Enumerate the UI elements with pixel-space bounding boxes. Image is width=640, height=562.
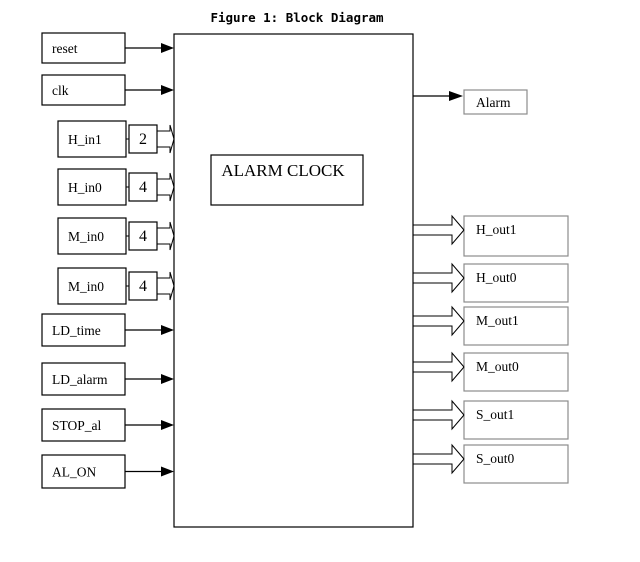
output-bus-bottom-s-out0-6	[413, 458, 465, 475]
input-box-al-on-9	[41, 454, 126, 489]
output-bus-top-s-out1-5	[413, 399, 465, 416]
input-stop-al-8: STOP_al	[41, 408, 174, 442]
output-bus-top-h-out0-2	[413, 262, 465, 279]
input-box-ld-time-6	[41, 313, 126, 347]
input-box-ld-alarm-7	[41, 362, 126, 396]
bus-arrow-m-in0-5	[157, 271, 175, 301]
input-al-on-9: AL_ON	[41, 454, 174, 489]
output-label-alarm-0: Alarm	[476, 95, 511, 110]
output-box-h-out0-2	[463, 263, 569, 303]
output-bus-top-h-out1-1	[413, 214, 465, 231]
input-arrow-clk-1	[161, 85, 174, 95]
output-alarm-0: Alarm	[413, 89, 528, 115]
input-box-h-in0-3	[57, 168, 127, 206]
bus-width-box-m-in0-4	[128, 221, 158, 251]
input-ld-time-6: LD_time	[41, 313, 174, 347]
input-label-al-on-9: AL_ON	[52, 465, 96, 480]
input-label-stop-al-8: STOP_al	[52, 418, 102, 433]
output-label-h-out1-1: H_out1	[476, 222, 517, 237]
input-arrow-stop-al-8	[161, 420, 174, 430]
input-label-ld-time-6: LD_time	[52, 323, 101, 338]
input-ld-alarm-7: LD_alarm	[41, 362, 174, 396]
input-arrow-al-on-9	[161, 466, 174, 477]
input-label-m-in0-4: M_in0	[68, 229, 104, 244]
output-bus-top-m-out1-3	[413, 305, 465, 322]
input-clk-1: clk	[41, 74, 174, 106]
input-h-in0-3: H_in0 4	[57, 168, 175, 206]
input-label-clk-1: clk	[52, 83, 69, 98]
input-label-m-in0-5: M_in0	[68, 279, 104, 294]
input-label-h-in1-2: H_in1	[68, 132, 102, 147]
output-bus-bottom-m-out0-4	[413, 366, 465, 383]
input-m-in0-4: M_in0 4	[57, 217, 175, 255]
input-label-h-in0-3: H_in0	[68, 180, 102, 195]
output-label-s-out0-6: S_out0	[476, 451, 515, 466]
output-label-s-out1-5: S_out1	[476, 407, 514, 422]
output-m-out0-4: M_out0	[413, 351, 569, 392]
output-h-out1-1: H_out1	[413, 214, 569, 257]
bus-arrow-m-in0-4	[157, 221, 175, 251]
output-box-m-out0-4	[463, 352, 569, 392]
input-arrow-ld-time-6	[161, 325, 174, 335]
output-label-h-out0-2: H_out0	[476, 270, 517, 285]
output-h-out0-2: H_out0	[413, 262, 569, 303]
bus-width-h-in0-3: 4	[139, 179, 147, 196]
output-bus-bottom-h-out1-1	[413, 229, 465, 246]
bus-width-m-in0-4: 4	[139, 228, 147, 245]
bus-arrow-h-in1-2	[157, 124, 175, 154]
output-m-out1-3: M_out1	[413, 305, 569, 346]
input-label-reset-0: reset	[52, 41, 78, 56]
input-arrow-reset-0	[161, 43, 174, 53]
output-box-h-out1-1	[463, 215, 569, 257]
output-bus-bottom-s-out1-5	[413, 414, 465, 431]
input-box-reset-0	[41, 32, 126, 64]
alarm-clock-label: ALARM CLOCK	[221, 161, 345, 180]
input-arrow-ld-alarm-7	[161, 374, 174, 384]
output-bus-bottom-m-out1-3	[413, 320, 465, 337]
output-arrow-alarm-0	[449, 91, 463, 101]
alarm-clock-block	[173, 33, 414, 528]
output-bus-top-s-out0-6	[413, 443, 465, 460]
output-signals: AlarmH_out1H_out0M_out1M_out0S_out1S_out…	[413, 89, 569, 484]
output-box-alarm-0	[463, 89, 528, 115]
figure-title: Figure 1: Block Diagram	[210, 10, 384, 25]
alarm-clock-label-box	[210, 154, 364, 206]
bus-width-box-m-in0-5	[128, 271, 158, 301]
input-box-stop-al-8	[41, 408, 126, 442]
input-m-in0-5: M_in0 4	[57, 267, 175, 305]
output-s-out0-6: S_out0	[413, 443, 569, 484]
input-box-h-in1-2	[57, 120, 127, 158]
output-bus-top-m-out0-4	[413, 351, 465, 368]
bus-width-box-h-in0-3	[128, 172, 158, 202]
output-bus-bottom-h-out0-2	[413, 277, 465, 294]
output-box-m-out1-3	[463, 306, 569, 346]
input-h-in1-2: H_in1 2	[57, 120, 175, 158]
bus-width-h-in1-2: 2	[139, 131, 147, 148]
output-box-s-out0-6	[463, 444, 569, 484]
output-box-s-out1-5	[463, 400, 569, 440]
input-box-clk-1	[41, 74, 126, 106]
bus-width-box-h-in1-2	[128, 124, 158, 154]
bus-arrow-h-in0-3	[157, 172, 175, 202]
output-label-m-out1-3: M_out1	[476, 313, 519, 328]
input-reset-0: reset	[41, 32, 174, 64]
output-label-m-out0-4: M_out0	[476, 359, 519, 374]
bus-width-m-in0-5: 4	[139, 278, 147, 295]
output-s-out1-5: S_out1	[413, 399, 569, 440]
input-label-ld-alarm-7: LD_alarm	[52, 372, 108, 387]
